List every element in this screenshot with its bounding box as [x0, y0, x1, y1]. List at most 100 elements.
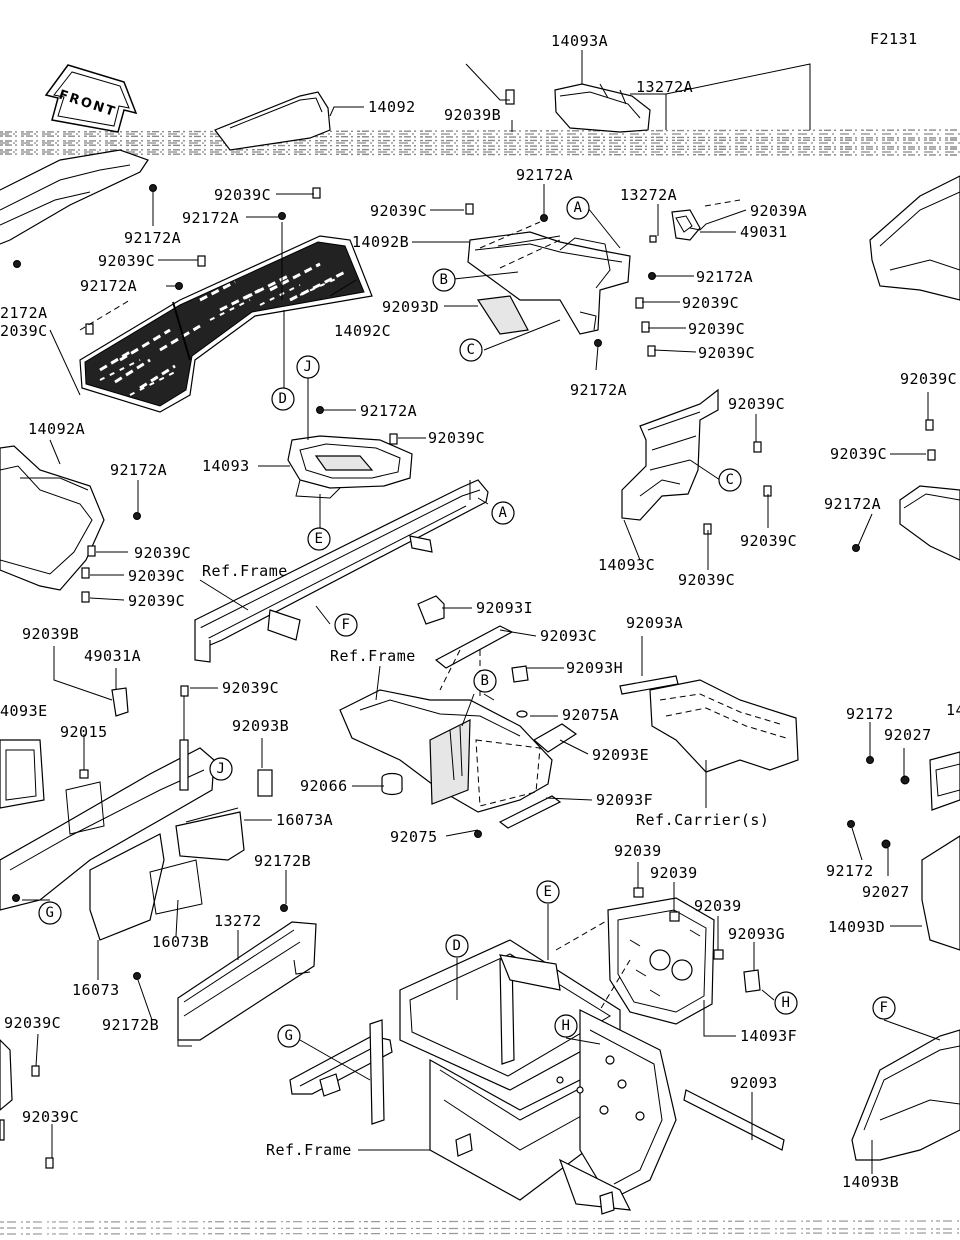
part-label: 92093I — [476, 599, 533, 617]
ref-carrier-label: Ref.Carrier(s) — [636, 811, 769, 829]
clip-icon — [111, 687, 129, 717]
callout-j-2: J — [209, 757, 233, 781]
firewall-panel-14093f — [607, 897, 715, 1025]
part-label: 92039C — [740, 532, 797, 550]
callout-j-1: J — [296, 355, 320, 379]
duct-14093a — [505, 83, 651, 133]
part-label: 92039B — [444, 106, 501, 124]
part-label: 16073A — [276, 811, 333, 829]
floor-support-14092b — [467, 231, 631, 335]
svg-text:G: G — [285, 1028, 294, 1044]
part-label: 14093B — [842, 1173, 899, 1191]
callout-e-1: E — [307, 527, 331, 551]
part-label: 92093D — [382, 298, 439, 316]
part-label: 92039C — [134, 544, 191, 562]
part-label: 92172A — [570, 381, 627, 399]
left-lower-fragments — [0, 1039, 13, 1141]
part-label: 92039C — [728, 395, 785, 413]
callout-d-2: D — [445, 934, 469, 958]
callout-c-2: C — [718, 468, 742, 492]
callout-f-1: F — [334, 613, 358, 637]
screw-icon — [280, 904, 288, 912]
svg-text:F: F — [880, 1000, 889, 1016]
clip-icon — [641, 321, 650, 333]
part-label: 14093C — [598, 556, 655, 574]
part-label: 92172 — [846, 705, 894, 723]
clip-icon — [465, 203, 474, 215]
callout-d-1: D — [271, 387, 295, 411]
part-label: 92172A — [696, 268, 753, 286]
callout-b-2: B — [473, 669, 497, 693]
part-label: 2172A — [0, 304, 48, 322]
part-label: 92093B — [232, 717, 289, 735]
part-label: 92027 — [884, 726, 932, 744]
part-label: 92039C — [222, 679, 279, 697]
screw-icon — [12, 894, 20, 902]
part-label: 92172 — [826, 862, 874, 880]
svg-text:C: C — [467, 342, 476, 358]
part-label: 92027 — [862, 883, 910, 901]
main-chassis-frame — [289, 939, 677, 1215]
svg-text:D: D — [279, 391, 288, 407]
part-label: 14092 — [368, 98, 416, 116]
part-label: 92039C — [128, 592, 185, 610]
part-label: 92172A — [516, 166, 573, 184]
callout-g-1: G — [38, 901, 62, 925]
svg-text:G: G — [46, 905, 55, 921]
part-label: 16073 — [72, 981, 120, 999]
washer-icon — [881, 839, 891, 849]
front-direction-arrow: FRONT — [44, 64, 138, 133]
part-label: 92039C — [4, 1014, 61, 1032]
floor-panel-14092 — [0, 91, 331, 245]
part-label: 14 — [946, 701, 960, 719]
screw-icon — [133, 512, 141, 520]
callout-g-2: G — [277, 1024, 301, 1048]
svg-text:A: A — [499, 505, 508, 521]
part-label: 92172A — [110, 461, 167, 479]
clip-icon — [925, 419, 934, 431]
svg-text:C: C — [726, 472, 735, 488]
part-label: 92039C — [128, 567, 185, 585]
part-label: 92039 — [614, 842, 662, 860]
callout-h-2: H — [554, 1014, 578, 1038]
clip-icon — [180, 685, 189, 697]
clip-icon — [389, 433, 398, 445]
leader-lines — [22, 50, 941, 1174]
part-label: 92172A — [824, 495, 881, 513]
part-label: 92039C — [214, 186, 271, 204]
ref-frame-label: Ref.Frame — [202, 562, 288, 580]
clip-icon — [753, 441, 762, 453]
screw-icon — [13, 260, 21, 268]
part-label: 92039B — [22, 625, 79, 643]
part-label: 92093A — [626, 614, 683, 632]
svg-text:H: H — [782, 995, 791, 1011]
part-label: 92039 — [650, 864, 698, 882]
screw-icon — [866, 756, 874, 764]
part-label: 92039C — [900, 370, 957, 388]
clip-icon — [647, 345, 656, 357]
part-label: 2039C — [0, 322, 48, 340]
part-label: 92039C — [678, 571, 735, 589]
washer-icon — [900, 775, 910, 785]
svg-text:E: E — [544, 884, 553, 900]
svg-text:E: E — [315, 531, 324, 547]
ref-frame-label: Ref.Frame — [266, 1141, 352, 1159]
clip-icon — [669, 911, 680, 922]
callout-f-2: F — [872, 996, 896, 1020]
clip-icon — [713, 949, 724, 960]
scan-noise-band-bottom — [0, 1220, 960, 1235]
clip-icon — [197, 255, 206, 267]
part-label: 92172A — [124, 229, 181, 247]
underbody-frame-section — [339, 595, 578, 829]
clip-icon — [633, 887, 644, 898]
screw-icon — [540, 214, 548, 222]
floor-mat-14092c — [79, 235, 373, 413]
clip-icon — [927, 449, 936, 461]
ref-frame-label: Ref.Frame — [330, 647, 416, 665]
svg-text:H: H — [562, 1018, 571, 1034]
part-label: 92039C — [98, 252, 155, 270]
part-label: 14093A — [551, 32, 608, 50]
screw-icon — [149, 184, 157, 192]
part-number-labels: F2131 14093A 13272A 92039B 14092 92172A … — [0, 30, 960, 1191]
scan-noise-band-top — [0, 128, 960, 156]
